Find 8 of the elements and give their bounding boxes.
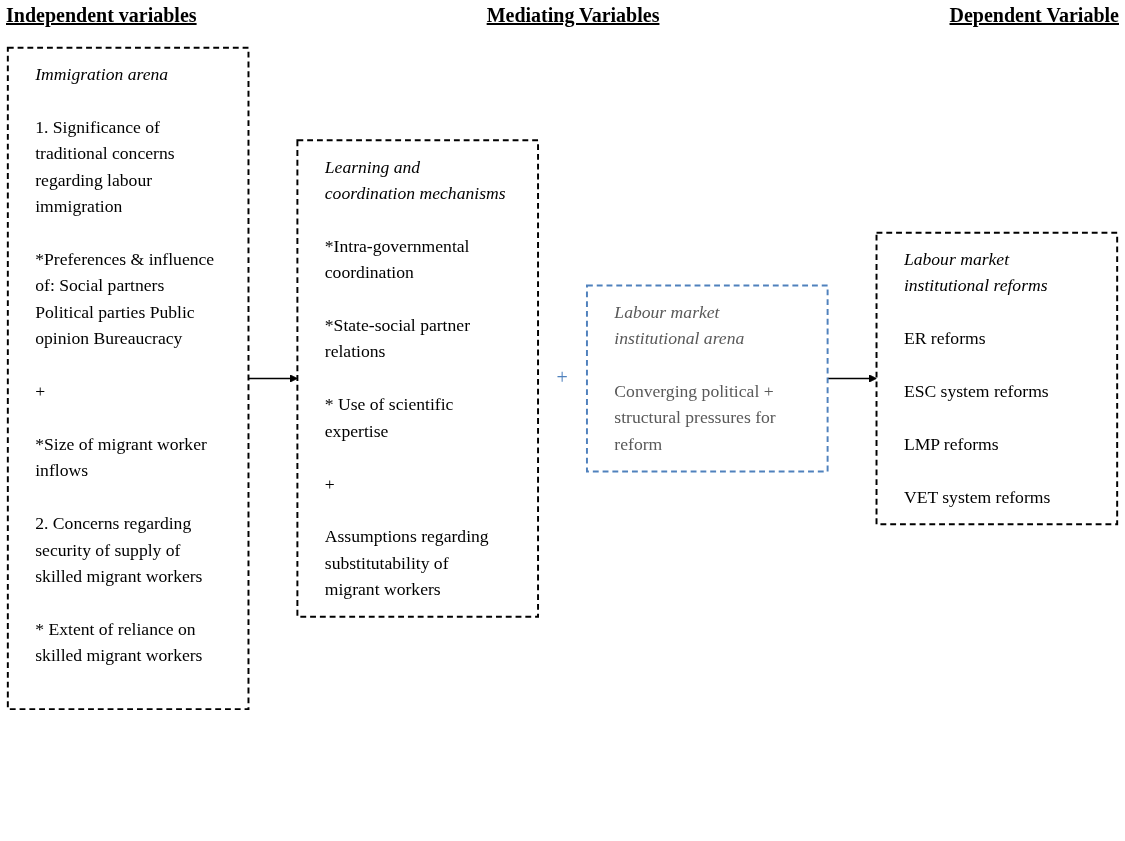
column-heading: Mediating Variables (486, 4, 660, 29)
node-box: Learning and coordination mechanisms *Intra-governmental coordination *State-social partner relations * Use of scientific expertise + Assumptions regarding substitutability of migrant workers (296, 139, 539, 618)
node-box: Immigration arena 1. Significance of traditional concerns regarding labour immigration *Preferences & influence of: Social partners Political parties Public opinion Bureaucracy + *Size of migrant worker inflows 2. Concerns regarding security of supply of skilled migrant workers * Extent of reliance on skilled migrant workers (6, 46, 250, 711)
node-box: Labour market institutional arena Converging political + structural pressures for reform (586, 284, 829, 473)
column-heading: Independent variables (6, 4, 197, 29)
plus-sign: + (556, 366, 568, 390)
column-heading: Dependent Variable (949, 4, 1119, 29)
node-box: Labour market institutional reforms ER reforms ESC system reforms LMP reforms VET system reforms (875, 231, 1119, 526)
